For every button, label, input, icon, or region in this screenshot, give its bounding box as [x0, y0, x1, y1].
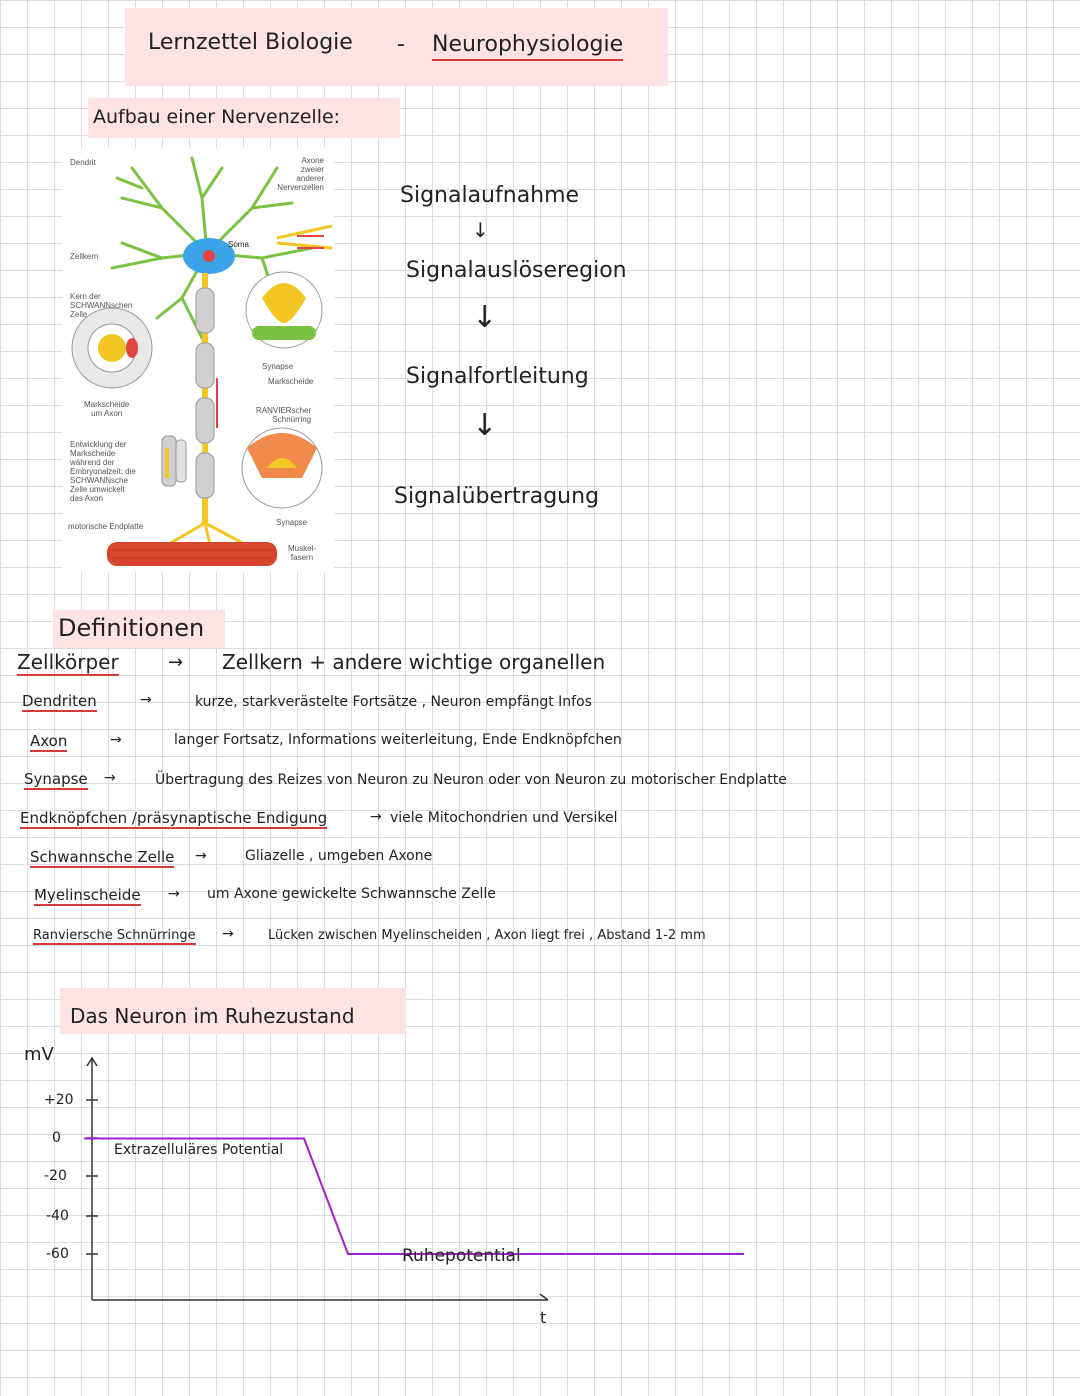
- label-entwicklung: Entwicklung der Markscheide während der …: [70, 440, 136, 503]
- label-markscheide: Markscheide: [268, 377, 314, 386]
- def-arrow-zellkoerper: →: [168, 652, 184, 673]
- neuron-illustration: [71, 156, 333, 566]
- y-axis-arrowhead: [86, 1056, 98, 1067]
- flow-step-2: Signalauslöseregion: [406, 258, 627, 283]
- def-term-myelinscheide: Myelinscheide: [34, 886, 141, 906]
- definitions-heading: Definitionen: [58, 614, 205, 642]
- def-arrow-axon: →: [110, 732, 122, 748]
- rest-heading: Das Neuron im Ruhezustand: [70, 1004, 355, 1028]
- def-text-ranviersche-schnuerringe: Lücken zwischen Myelinscheiden , Axon li…: [268, 928, 706, 943]
- y-tick-label: +20: [44, 1092, 74, 1108]
- label-endplatte: motorische Endplatte: [68, 522, 144, 531]
- flow-step-3: Signalfortleitung: [406, 364, 589, 389]
- def-term-schwannsche-zelle: Schwannsche Zelle: [30, 848, 175, 868]
- def-arrow-schwannsche-zelle: →: [195, 848, 207, 864]
- def-text-myelinscheide: um Axone gewickelte Schwannsche Zelle: [207, 886, 496, 902]
- rest-heading-highlight: [60, 988, 406, 1034]
- flow-arrow-2: ↓: [472, 300, 498, 335]
- label-soma: Soma: [228, 240, 249, 249]
- def-text-schwannsche-zelle: Gliazelle , umgeben Axone: [245, 848, 433, 864]
- y-tick-label: -60: [46, 1246, 69, 1262]
- flow-arrow-3: ↓: [472, 408, 498, 443]
- def-arrow-synapse: →: [104, 770, 116, 786]
- label-synapse-2: Synapse: [276, 518, 308, 527]
- def-term-endknoepfchen: Endknöpfchen /präsynaptische Endigung: [20, 809, 328, 829]
- label-kern-schwann: Kern der SCHWANNschen Zelle: [70, 292, 133, 319]
- chart-ylabel: mV: [24, 1044, 54, 1065]
- x-axis-arrowhead: [539, 1293, 549, 1301]
- title-dash: -: [397, 32, 405, 57]
- section-heading-highlight: [88, 98, 400, 138]
- annotation-ruhepotential: Ruhepotential: [402, 1246, 521, 1266]
- page-title-right: Neurophysiologie: [432, 32, 624, 61]
- potential-line: [84, 1137, 744, 1255]
- def-term-synapse: Synapse: [24, 770, 88, 790]
- def-arrow-ranviersche-schnuerringe: →: [222, 926, 234, 942]
- neuron-diagram: Dendrit Axone zweier anderer Nervenzelle…: [62, 148, 334, 572]
- def-text-endknoepfchen: viele Mitochondrien und Versikel: [390, 810, 618, 826]
- annotation-extrazellulaer: Extrazelluläres Potential: [114, 1142, 284, 1158]
- chart-xlabel: t: [540, 1308, 547, 1327]
- label-zellkern: Zellkern: [70, 252, 99, 261]
- title-highlight: [125, 8, 668, 86]
- y-tick-label: -40: [46, 1208, 69, 1224]
- section-heading-aufbau: Aufbau einer Nervenzelle:: [93, 106, 341, 128]
- def-arrow-endknoepfchen: →: [370, 809, 382, 825]
- def-text-axon: langer Fortsatz, Informations weiterleit…: [174, 732, 622, 748]
- label-synapse-1: Synapse: [262, 362, 294, 371]
- label-axone: Axone zweier anderer Nervenzellen: [277, 156, 324, 192]
- def-arrow-dendriten: →: [140, 692, 152, 708]
- def-term-zellkoerper: Zellkörper: [17, 650, 119, 676]
- definitions-highlight: [53, 610, 225, 648]
- label-muskelfasern: Muskel- fasern: [288, 544, 317, 562]
- label-dendrit: Dendrit: [70, 158, 96, 167]
- label-ranvier: RANVIERscher Schnürring: [256, 406, 312, 424]
- y-tick-label: -20: [44, 1168, 67, 1184]
- def-text-synapse: Übertragung des Reizes von Neuron zu Neu…: [155, 772, 787, 788]
- label-markscheide-axon: Markscheide um Axon: [84, 400, 130, 418]
- def-term-dendriten: Dendriten: [22, 692, 97, 712]
- flow-step-1: Signalaufnahme: [400, 183, 580, 208]
- def-text-dendriten: kurze, starkverästelte Fortsätze , Neuro…: [195, 694, 592, 710]
- flow-step-4: Signalübertragung: [394, 484, 600, 509]
- def-text-zellkoerper: Zellkern + andere wichtige organellen: [222, 650, 606, 674]
- def-term-ranviersche-schnuerringe: Ranviersche Schnürringe: [33, 928, 196, 945]
- def-term-axon: Axon: [30, 732, 68, 752]
- def-arrow-myelinscheide: →: [168, 886, 180, 902]
- flow-arrow-1: ↓: [472, 218, 489, 242]
- page-title-left: Lernzettel Biologie: [148, 30, 353, 55]
- y-tick-label: 0: [52, 1130, 61, 1146]
